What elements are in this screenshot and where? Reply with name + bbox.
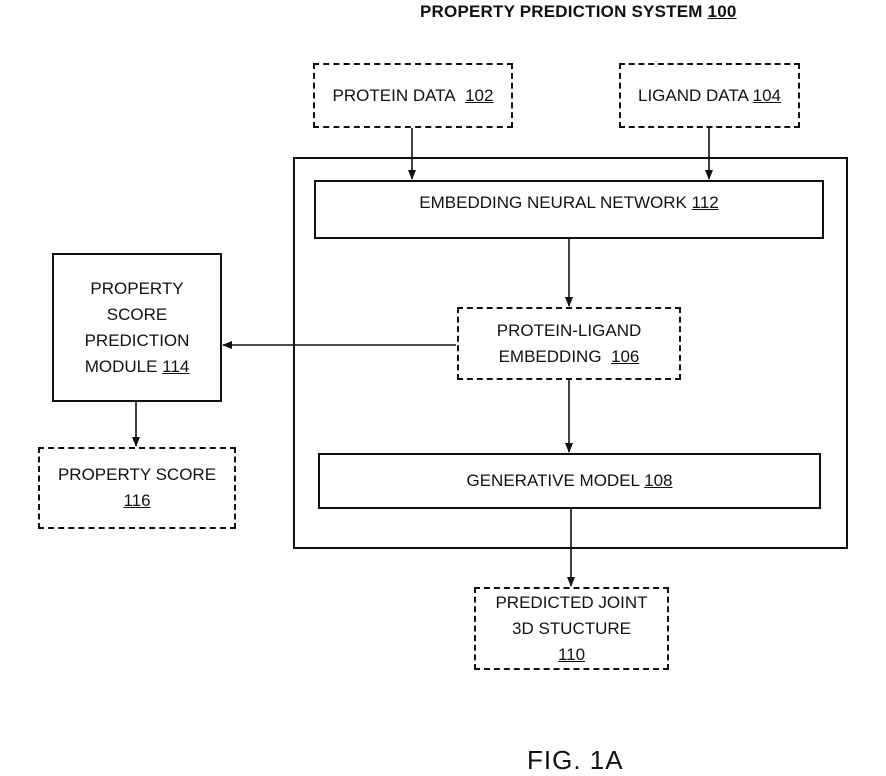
figure-label: FIG. 1A	[527, 745, 624, 776]
